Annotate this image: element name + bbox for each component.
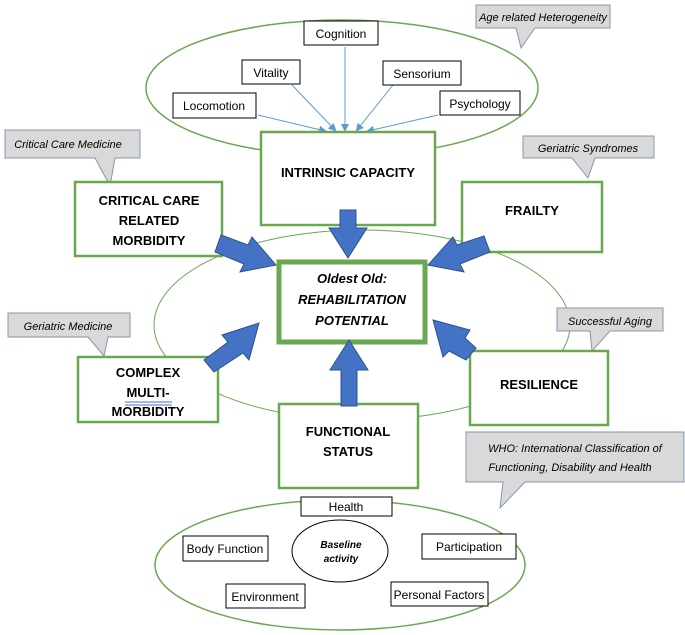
component-locomotion: Locomotion <box>172 92 257 119</box>
box-critical-care-line2: RELATED <box>119 213 179 228</box>
component-health-label: Health <box>329 500 364 514</box>
center-line2: REHABILITATION <box>298 292 406 307</box>
component-sensorium-label: Sensorium <box>393 67 450 81</box>
callout-successful-aging-text: Successful Aging <box>568 316 653 328</box>
box-functional-line1: FUNCTIONAL <box>306 424 391 439</box>
box-frailty-label: FRAILTY <box>505 203 559 218</box>
spellcheck-underline <box>125 401 172 406</box>
component-environment-label: Environment <box>231 590 299 604</box>
box-resilience: RESILIENCE <box>468 349 610 427</box>
intrinsic-component-arrows <box>257 47 439 134</box>
box-complex-line2: MULTI- <box>126 385 169 400</box>
component-cognition-label: Cognition <box>316 27 367 41</box>
callout-geriatric-syndromes-text: Geriatric Syndromes <box>538 143 639 155</box>
box-critical-care-line3: MORBIDITY <box>113 233 186 248</box>
callout-successful-aging: Successful Aging <box>556 307 664 353</box>
box-intrinsic-capacity-label: INTRINSIC CAPACITY <box>281 165 415 180</box>
box-critical-care-line1: CRITICAL CARE <box>99 193 200 208</box>
component-environment: Environment <box>225 583 306 609</box>
arrow-from-critical-care <box>214 234 277 273</box>
component-locomotion-label: Locomotion <box>183 99 245 113</box>
callout-geriatric-medicine-text: Geriatric Medicine <box>24 321 113 333</box>
callout-geriatric-syndromes: Geriatric Syndromes <box>522 135 655 180</box>
arrow-from-frailty <box>427 235 491 273</box>
callout-geriatric-medicine: Geriatric Medicine <box>7 312 131 358</box>
baseline-line1: Baseline <box>320 540 362 551</box>
arrow-from-complex <box>203 322 260 373</box>
component-body-function: Body Function <box>182 535 269 562</box>
callout-critical-care-medicine: Critical Care Medicine <box>4 129 141 188</box>
box-complex-multimorbidity: COMPLEX MULTI- MORBIDITY <box>76 355 220 424</box>
block-arrows <box>203 209 491 407</box>
box-complex-line3: MORBIDITY <box>112 404 185 419</box>
center-line3: POTENTIAL <box>315 313 389 328</box>
callout-who-line1: WHO: International Classification of <box>488 443 663 455</box>
baseline-activity-ellipse: Baseline activity <box>291 519 389 583</box>
box-resilience-label: RESILIENCE <box>500 377 578 392</box>
box-critical-care: CRITICAL CARE RELATED MORBIDITY <box>73 180 224 258</box>
component-body-function-label: Body Function <box>187 542 264 556</box>
component-participation-label: Participation <box>436 540 502 554</box>
component-participation: Participation <box>421 533 517 560</box>
component-vitality-label: Vitality <box>253 66 288 80</box>
component-sensorium: Sensorium <box>382 60 462 86</box>
box-functional-status: FUNCTIONAL STATUS <box>277 402 420 490</box>
component-personal-factors-label: Personal Factors <box>394 588 485 602</box>
center-line1: Oldest Old: <box>317 271 387 286</box>
component-vitality: Vitality <box>241 59 301 85</box>
baseline-line2: activity <box>324 554 359 565</box>
component-psychology-label: Psychology <box>449 97 510 111</box>
box-complex-line1: COMPLEX <box>116 365 181 380</box>
component-personal-factors: Personal Factors <box>390 581 489 607</box>
arrow-from-intrinsic <box>328 209 368 259</box>
callout-who-line2: Functioning, Disability and Health <box>488 462 651 474</box>
center-rehabilitation-potential: Oldest Old: REHABILITATION POTENTIAL <box>276 259 428 345</box>
box-frailty: FRAILTY <box>460 180 604 254</box>
callout-age-heterogeneity: Age related Heterogeneity <box>475 4 611 50</box>
callout-age-heterogeneity-text: Age related Heterogeneity <box>478 12 608 24</box>
component-health: Health <box>300 496 393 517</box>
callout-who: WHO: International Classification of Fun… <box>465 431 685 510</box>
component-psychology: Psychology <box>439 90 521 116</box>
component-cognition: Cognition <box>303 20 379 46</box>
arrow-from-resilience <box>432 319 477 361</box>
callout-critical-care-medicine-text: Critical Care Medicine <box>14 139 122 151</box>
arrow-from-functional <box>329 339 369 407</box>
box-functional-line2: STATUS <box>323 444 373 459</box>
